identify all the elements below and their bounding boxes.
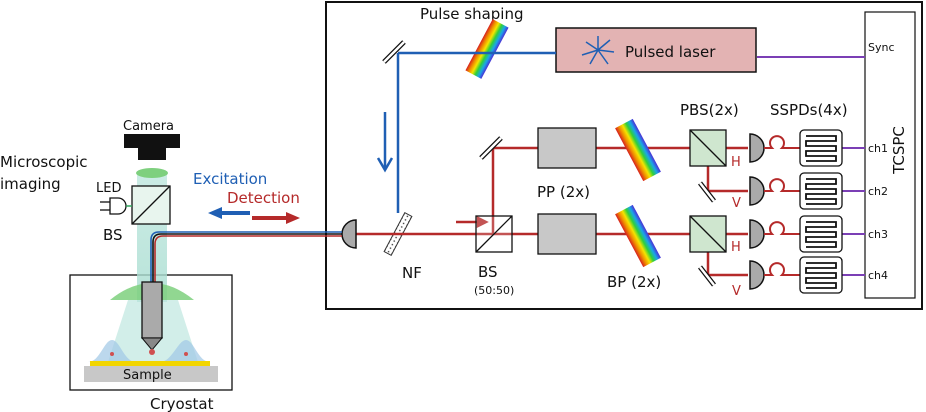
pp-label: PP (2x) [537, 183, 590, 201]
beam-splitter-left [131, 185, 171, 225]
ch2-label: ch2 [868, 185, 888, 198]
sspd-detectors [799, 129, 843, 294]
emission-profile [88, 340, 210, 362]
fiber-coupler-right [341, 219, 357, 249]
detection-arrow-icon [456, 215, 489, 229]
pulse-picker-lower [537, 213, 597, 255]
pulse-shaping-grating [465, 19, 509, 79]
v-label-lower: V [732, 284, 741, 299]
laser-spark-icon [581, 36, 615, 65]
microscopic-label-2: imaging [0, 175, 61, 193]
ch3-label: ch3 [868, 228, 888, 241]
pbs-label: PBS(2x) [680, 101, 739, 119]
bandpass-upper [615, 118, 661, 182]
bandpass-lower [615, 204, 661, 268]
led-label: LED [96, 181, 121, 196]
v-mirror-lower-face [699, 266, 715, 286]
cryostat-label: Cryostat [150, 395, 214, 412]
led-icon [100, 197, 132, 215]
detection-direction-arrow [252, 212, 300, 224]
excitation-mirror-face [383, 41, 405, 63]
pulsed-laser-label: Pulsed laser [625, 43, 716, 61]
nf-label: NF [402, 264, 422, 282]
fiber-probe [141, 281, 163, 339]
pbs-lower [689, 215, 727, 253]
sspd-2 [799, 172, 843, 210]
sspd-1 [799, 129, 843, 167]
sample-layer [90, 361, 210, 366]
sspd-3 [799, 215, 843, 253]
pulse-picker-upper [537, 127, 597, 169]
detection-label: Detection [227, 189, 300, 207]
camera-label: Camera [123, 119, 174, 134]
excitation-label: Excitation [193, 170, 267, 188]
enclosure-box [325, 1, 923, 310]
bs-ratio-label: (50:50) [474, 284, 514, 297]
excitation-arrow-icon [376, 112, 394, 173]
pulse-shaping-label: Pulse shaping [420, 5, 524, 23]
sample-substrate [84, 366, 218, 382]
sync-label: Sync [868, 41, 895, 54]
fiber-link [150, 231, 342, 286]
tube-lens [136, 168, 168, 178]
probe-tip [140, 337, 164, 351]
bp-label: BP (2x) [607, 273, 661, 291]
h-label-lower: H [731, 240, 741, 255]
sspds-label: SSPDs(4x) [770, 101, 848, 119]
h-label-upper: H [731, 155, 741, 170]
v-label-upper: V [732, 196, 741, 211]
tcspc-label: TCSPC [890, 126, 908, 175]
fiber-couplers-sspd [749, 133, 765, 290]
ch4-label: ch4 [868, 269, 888, 282]
emitter-markers [110, 349, 188, 356]
pulsed-laser: Pulsed laser [555, 27, 757, 73]
microscopic-label-1: Microscopic [0, 153, 88, 171]
excitation-direction-arrow [208, 207, 250, 219]
bs-left-label: BS [103, 226, 123, 244]
camera-icon [124, 134, 180, 160]
sspd-4 [799, 256, 843, 294]
sample-label: Sample [123, 368, 172, 383]
pbs-upper [689, 129, 727, 167]
v-mirror-upper-face [699, 182, 715, 202]
excitation-beam [396, 51, 556, 213]
ch1-label: ch1 [868, 142, 888, 155]
beam-splitter-5050 [475, 215, 513, 253]
upper-mirror-face [480, 137, 502, 159]
bs-label: BS [478, 263, 498, 281]
electrical-lines [757, 56, 865, 276]
fiber-loops [764, 135, 800, 276]
tcspc-module: TCSPC [864, 11, 916, 299]
